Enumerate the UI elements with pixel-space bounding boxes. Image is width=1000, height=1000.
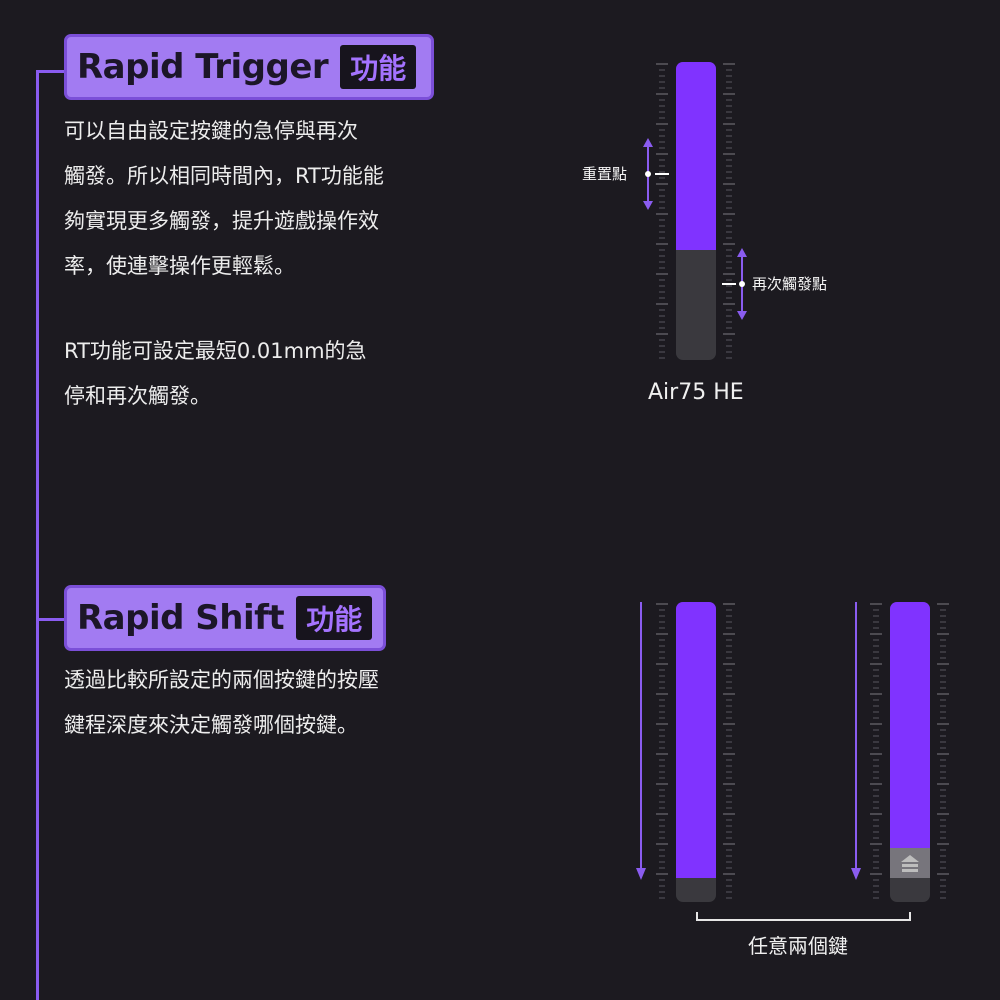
scale-ruler-left xyxy=(656,62,668,362)
any-two-keys-caption: 任意兩個鍵 xyxy=(748,934,848,958)
ruler-ticks xyxy=(723,63,735,359)
ruler-ticks xyxy=(723,603,735,899)
description-line: 夠實現更多觸發，提升遊戲操作效 xyxy=(64,209,379,233)
reset-point-label: 重置點 xyxy=(582,165,628,183)
heading-title: Rapid Shift xyxy=(77,598,285,638)
retrigger-point-label: 再次觸發點 xyxy=(752,275,828,293)
timeline-connector-2 xyxy=(36,618,68,621)
description-line: 透過比較所設定的兩個按鍵的按壓 xyxy=(64,668,379,692)
device-caption: Air75 HE xyxy=(648,380,744,405)
timeline-connector-1 xyxy=(36,70,68,73)
ruler-ticks xyxy=(656,63,668,359)
reset-point-arrow xyxy=(643,138,669,210)
description-line: 停和再次觸發。 xyxy=(64,384,211,408)
ruler-ticks xyxy=(656,603,668,899)
description-line: 鍵程深度來決定觸發哪個按鍵。 xyxy=(64,713,358,737)
description-line: 可以自由設定按鍵的急停與再次 xyxy=(64,119,358,143)
scale-ruler-right xyxy=(937,602,949,902)
retrigger-point-arrow xyxy=(722,248,747,320)
scale-ruler-right xyxy=(723,62,735,362)
description-line: 觸發。所以相同時間內，RT功能能 xyxy=(64,164,384,188)
ruler-ticks xyxy=(870,603,882,899)
key-travel-pressed-fill xyxy=(676,62,716,250)
rapid-shift-heading: Rapid Shift 功能 xyxy=(64,585,386,651)
description-line: 率，使連擊操作更輕鬆。 xyxy=(64,254,295,278)
rapid-trigger-heading: Rapid Trigger 功能 xyxy=(64,34,434,100)
timeline-line xyxy=(36,72,39,1000)
key-1-pressed-fill xyxy=(676,602,716,878)
feature-tag: 功能 xyxy=(340,45,417,89)
key-2-travel-bar xyxy=(890,602,930,902)
ruler-ticks xyxy=(937,603,949,899)
description-line: RT功能可設定最短0.01mm的急 xyxy=(64,339,367,363)
shift-up-icon xyxy=(901,855,919,872)
scale-ruler-left xyxy=(656,602,668,902)
key-2-pressed-fill xyxy=(890,602,930,848)
key-1-travel-bar xyxy=(676,602,716,902)
scale-ruler-left xyxy=(870,602,882,902)
shift-indicator xyxy=(890,848,930,878)
scale-ruler-right xyxy=(723,602,735,902)
key-travel-bar xyxy=(676,62,716,360)
press-down-arrow xyxy=(851,602,861,880)
rapid-trigger-description: 可以自由設定按鍵的急停與再次 觸發。所以相同時間內，RT功能能 夠實現更多觸發，… xyxy=(64,109,384,419)
rapid-shift-description: 透過比較所設定的兩個按鍵的按壓 鍵程深度來決定觸發哪個按鍵。 xyxy=(64,658,379,748)
heading-title: Rapid Trigger xyxy=(77,47,329,87)
feature-tag: 功能 xyxy=(296,596,373,640)
press-down-arrow xyxy=(636,602,646,880)
group-bracket xyxy=(696,912,911,921)
